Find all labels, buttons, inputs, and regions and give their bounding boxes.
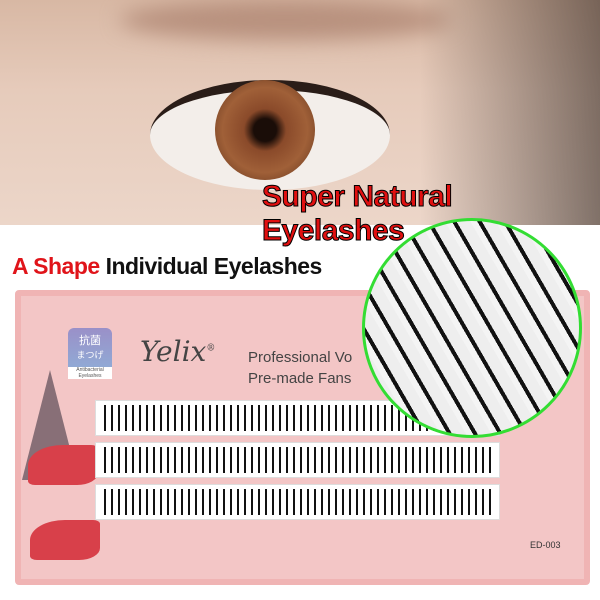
brand-logo: Yelix® <box>140 335 215 368</box>
banner-text: Super Natural Eyelashes <box>262 180 454 248</box>
registered-mark: ® <box>206 343 216 354</box>
lash-strip <box>95 484 500 520</box>
headline-part1: A Shape <box>12 253 100 279</box>
tagline-line2: Pre-made Fans <box>248 370 352 387</box>
tagline: Professional Vo Pre-made Fans <box>248 347 352 389</box>
eyebrow <box>120 0 450 40</box>
badge-line1: 抗菌 <box>79 335 101 347</box>
product-code: ED-003 <box>530 540 561 550</box>
antibacterial-badge: 抗菌 まつげ Antibacterial Eyelashes <box>68 328 112 379</box>
tagline-line1: Professional Vo <box>248 349 353 366</box>
iris <box>215 80 315 180</box>
magnified-lashes-circle <box>362 218 582 438</box>
hair-shadow <box>420 0 600 225</box>
eye-photo <box>0 0 600 225</box>
headline-part2: Individual Eyelashes <box>105 253 323 279</box>
high-heel-graphic <box>30 520 100 560</box>
brand-name: Yelix <box>140 335 207 368</box>
lashes <box>104 447 491 473</box>
lashes <box>104 489 491 515</box>
headline: A Shape Individual Eyelashes <box>12 253 322 280</box>
badge-line3: Antibacterial Eyelashes <box>68 367 112 379</box>
lash-strip <box>95 442 500 478</box>
badge-line2: まつげ <box>76 350 104 360</box>
high-heel-graphic <box>28 445 98 485</box>
